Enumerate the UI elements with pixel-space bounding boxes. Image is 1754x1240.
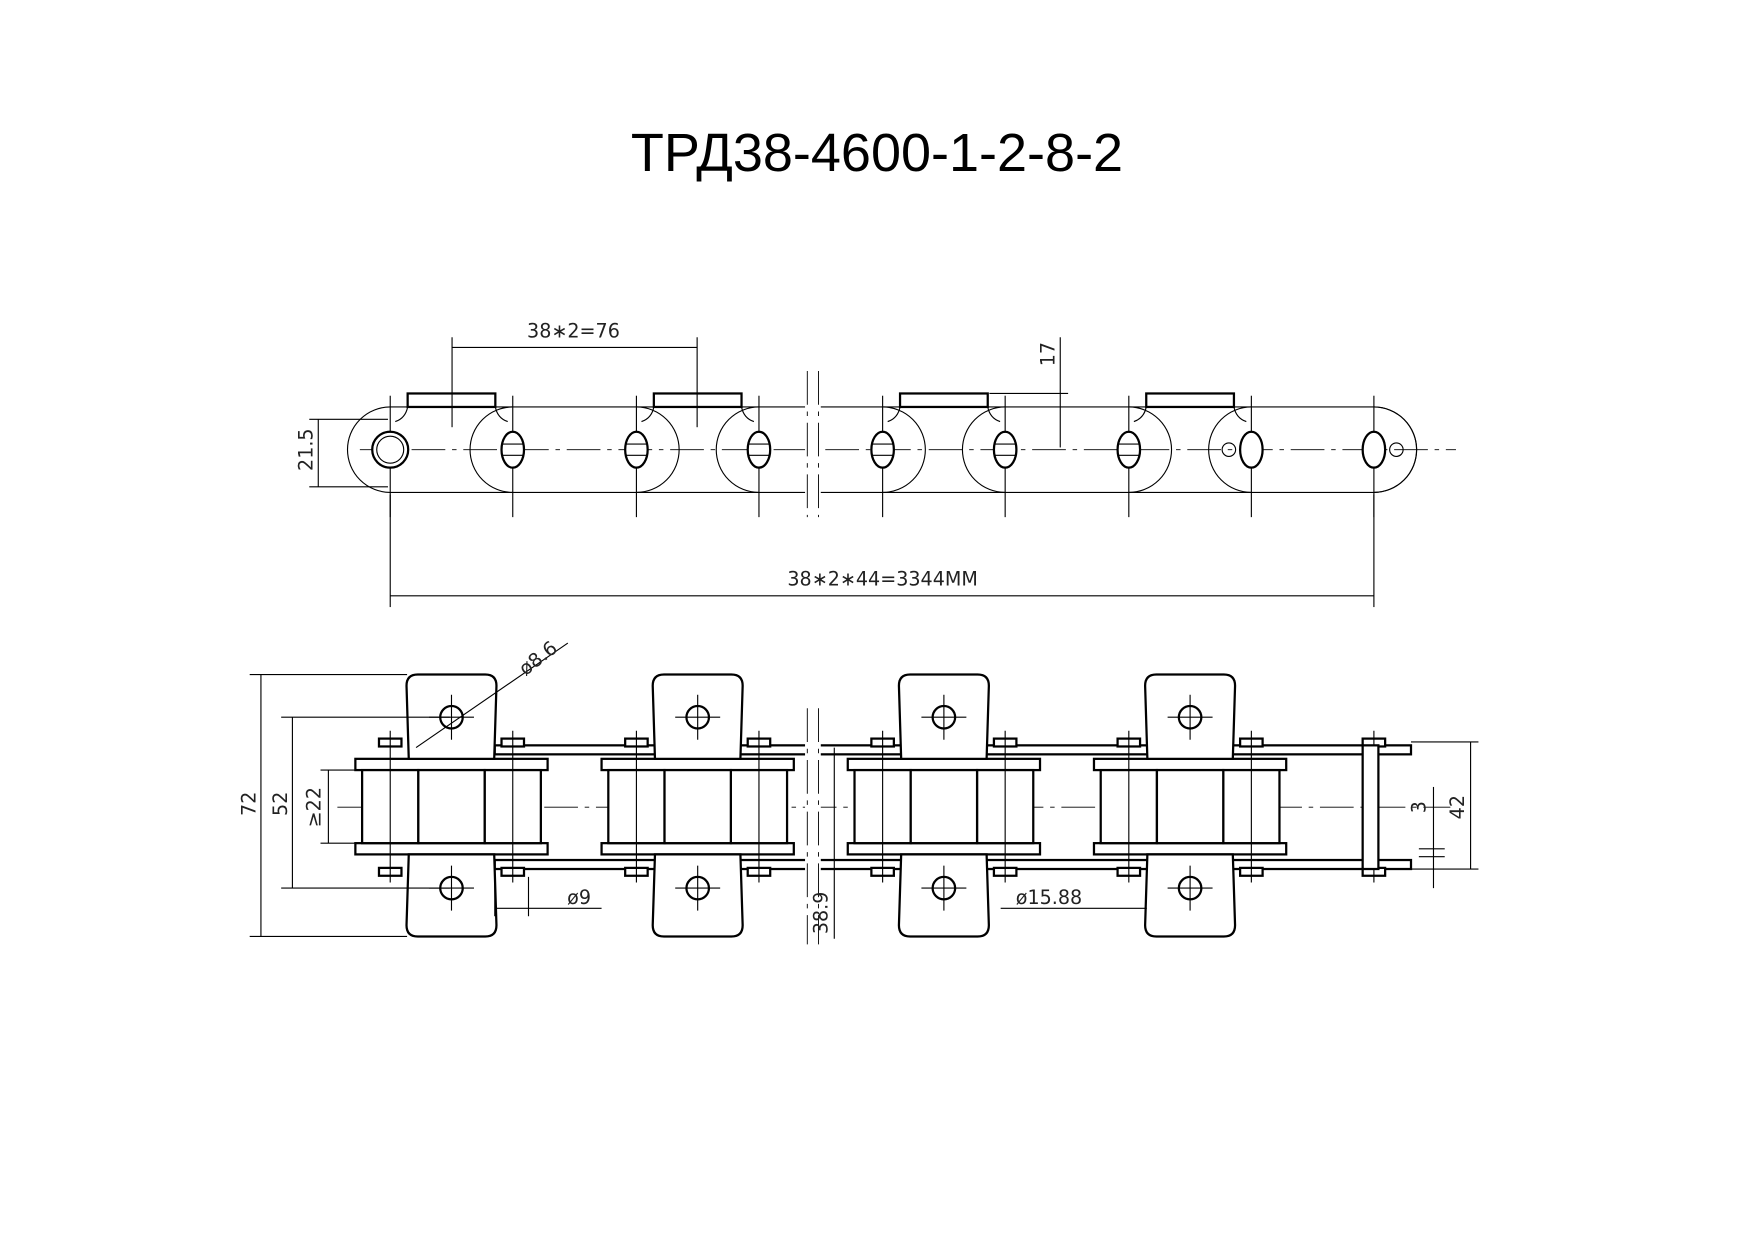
outer-plate-top bbox=[600, 757, 795, 772]
pin-hole bbox=[992, 430, 1018, 469]
attachment-tab bbox=[898, 392, 989, 409]
outer-plate-bottom bbox=[354, 842, 549, 856]
link-end-arc bbox=[715, 406, 759, 493]
plate-width-dimension: 42 bbox=[1446, 795, 1469, 819]
overall-width-dimension: 72 bbox=[237, 792, 260, 816]
pin-length-dimension: 38.9 bbox=[810, 892, 833, 935]
tab-fillet bbox=[987, 406, 1001, 423]
cotter-eye bbox=[1389, 442, 1404, 457]
total-length-dimension: 38∗2∗44=3344MM bbox=[787, 568, 977, 591]
hole-diameter-dimension: ø8.6 bbox=[514, 636, 561, 680]
pin-body bbox=[663, 768, 732, 845]
pin-hole bbox=[746, 430, 772, 469]
outer-plate-top bbox=[846, 757, 1042, 772]
attachment-tab bbox=[1145, 392, 1236, 409]
outer-plate-bottom bbox=[600, 842, 795, 856]
plate-height-dimension: 21.5 bbox=[295, 428, 318, 471]
pin-hole bbox=[870, 430, 895, 469]
pin-body bbox=[909, 768, 979, 845]
pin-hole-outer bbox=[371, 430, 410, 469]
tab-fillet bbox=[1233, 406, 1247, 423]
pin-body bbox=[1155, 768, 1225, 845]
tab-height-dimension: 17 bbox=[1037, 342, 1060, 366]
top-view bbox=[309, 337, 1456, 608]
pin-hole-inner bbox=[376, 435, 405, 464]
pin-hole bbox=[1116, 430, 1142, 469]
drawing-title: ТРД38-4600-1-2-8-2 bbox=[630, 123, 1124, 183]
break-gap bbox=[805, 370, 821, 518]
tab-fillet bbox=[1133, 406, 1147, 423]
tab-fillet bbox=[641, 406, 655, 423]
pitch-dimension: 38∗2=76 bbox=[527, 319, 620, 342]
link-end-arc bbox=[1373, 406, 1418, 493]
tab-fillet bbox=[395, 406, 409, 423]
link-end-arc bbox=[636, 406, 680, 493]
tab-fillet bbox=[887, 406, 901, 423]
bush-diameter-dimension: ø15.88 bbox=[1016, 886, 1082, 909]
outer-plate-top bbox=[1092, 757, 1288, 772]
link-end-arc bbox=[1128, 406, 1173, 493]
bottom-view bbox=[249, 642, 1479, 945]
end-pin bbox=[1361, 744, 1380, 871]
link-end-arc bbox=[469, 406, 513, 493]
cotter-eye bbox=[1221, 442, 1237, 457]
hole-spacing-dimension: 52 bbox=[269, 792, 292, 816]
link-end-arc bbox=[1208, 406, 1252, 493]
leader-line bbox=[415, 642, 569, 749]
outer-plate-top bbox=[354, 757, 549, 772]
inner-width-dimension: ≥22 bbox=[303, 787, 326, 827]
pin-hole bbox=[500, 430, 526, 469]
link-end-arc bbox=[882, 406, 926, 493]
cotter-pin-hole bbox=[1361, 430, 1387, 469]
tab-fillet bbox=[494, 406, 508, 423]
roller-diameter-dimension: ø9 bbox=[567, 886, 591, 909]
outer-plate-bottom bbox=[846, 842, 1042, 856]
cotter-pin-hole bbox=[1238, 430, 1264, 469]
dimension-labels: 38∗2=76 17 21.5 38∗2∗44=3344MM 72 52 ≥22… bbox=[237, 319, 1469, 934]
tab-fillet bbox=[740, 406, 755, 423]
pin-hole bbox=[624, 430, 649, 469]
plate-thickness-dimension: 3 bbox=[1408, 801, 1431, 813]
break-gap bbox=[805, 708, 821, 945]
outer-plate-bottom bbox=[1092, 842, 1288, 856]
pin-body bbox=[417, 768, 486, 845]
link-end-arc bbox=[961, 406, 1006, 493]
